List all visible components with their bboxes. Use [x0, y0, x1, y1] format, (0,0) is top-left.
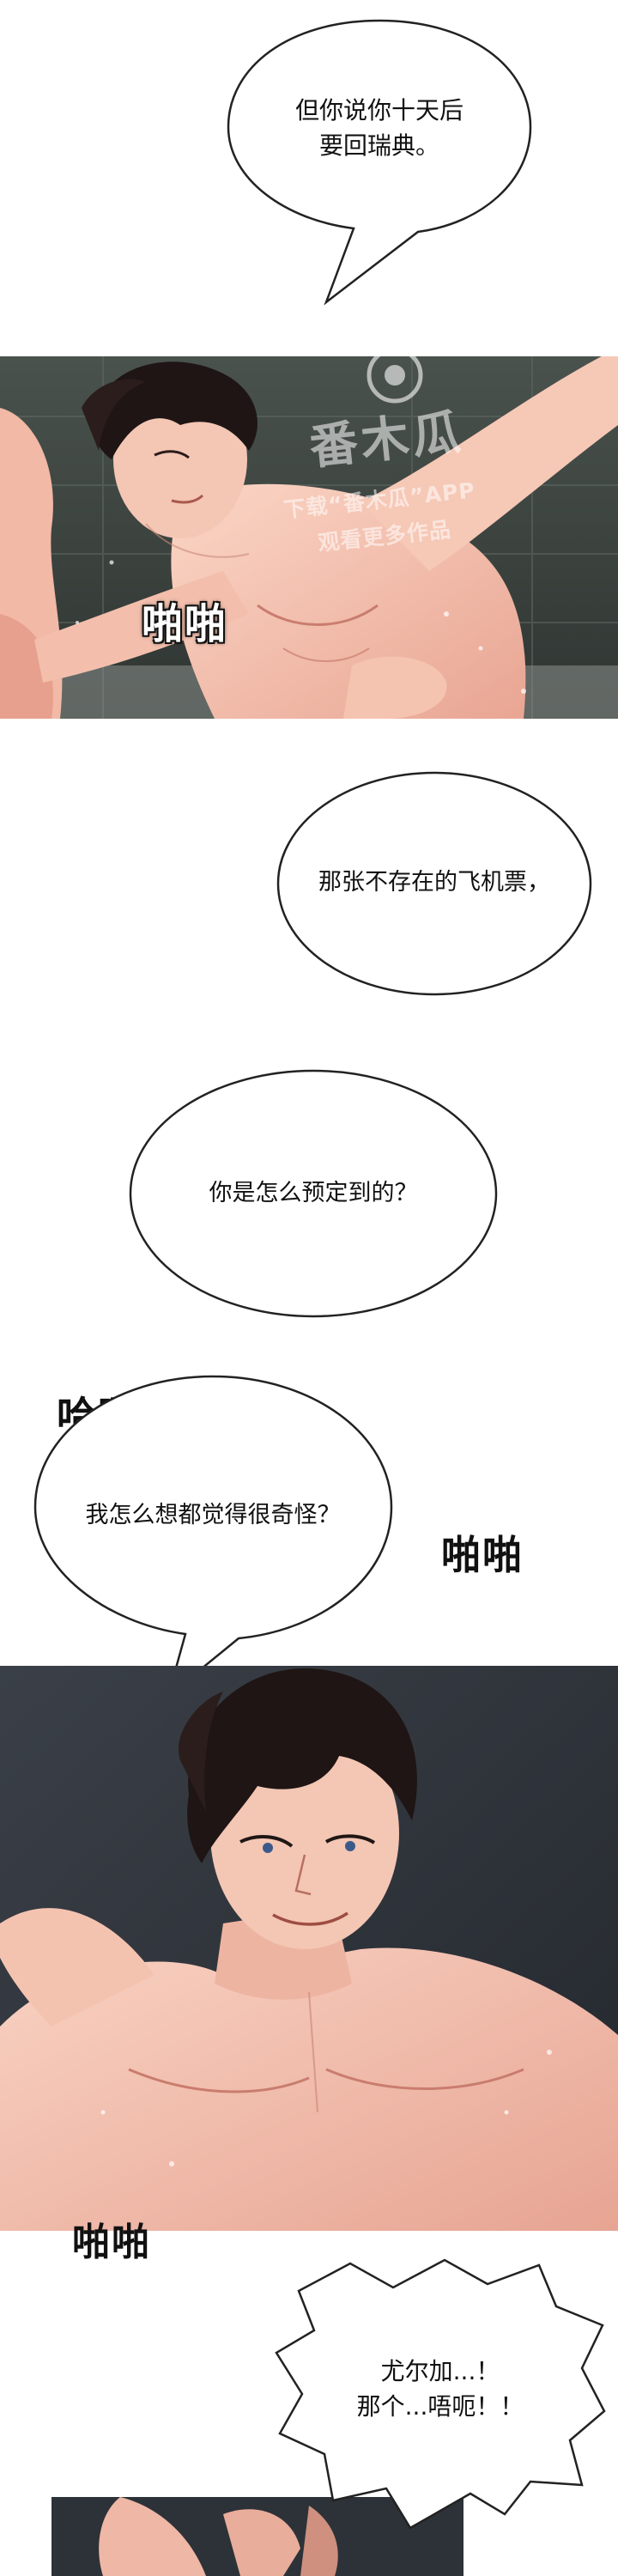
panel-2-illustration	[0, 1666, 618, 2231]
speech-bubble-2-text: 那张不存在的飞机票，	[318, 869, 550, 896]
panel-1-illustration	[0, 356, 618, 719]
panel-3-illustration	[52, 2497, 464, 2576]
sfx-1: 啪啪	[142, 600, 228, 648]
speech-bubble-2-shape	[276, 771, 592, 996]
speech-bubble-4-text: 我怎么想都觉得很奇怪？	[85, 1502, 341, 1529]
speech-bubble-5: 尤尔加...！ 那个...唔呃！！	[273, 2257, 608, 2531]
speech-bubble-3: 你是怎么预定到的？	[129, 1069, 498, 1318]
panel-1-shower: 啪啪	[0, 356, 618, 719]
panel-2-closeup	[0, 1666, 618, 2231]
speech-bubble-3-shape	[129, 1069, 498, 1318]
speech-bubble-1-text: 但你说你十天后 要回瑞典。	[294, 96, 464, 160]
speech-bubble-5-shape	[275, 2258, 606, 2530]
sfx-3: 啪啪	[441, 1532, 524, 1578]
speech-bubble-1: 但你说你十天后 要回瑞典。	[225, 17, 534, 306]
speech-bubble-2: 那张不存在的飞机票，	[276, 771, 592, 996]
panel-3-partial	[0, 2497, 618, 2576]
sfx-4: 啪啪	[72, 2221, 151, 2264]
speech-bubble-5-text: 尤尔加...！ 那个...唔呃！！	[356, 2357, 524, 2421]
speech-bubble-4: 我怎么想都觉得很奇怪？	[33, 1374, 393, 1699]
speech-bubble-3-text: 你是怎么预定到的？	[209, 1180, 418, 1207]
speech-bubble-1-shape	[227, 19, 532, 306]
